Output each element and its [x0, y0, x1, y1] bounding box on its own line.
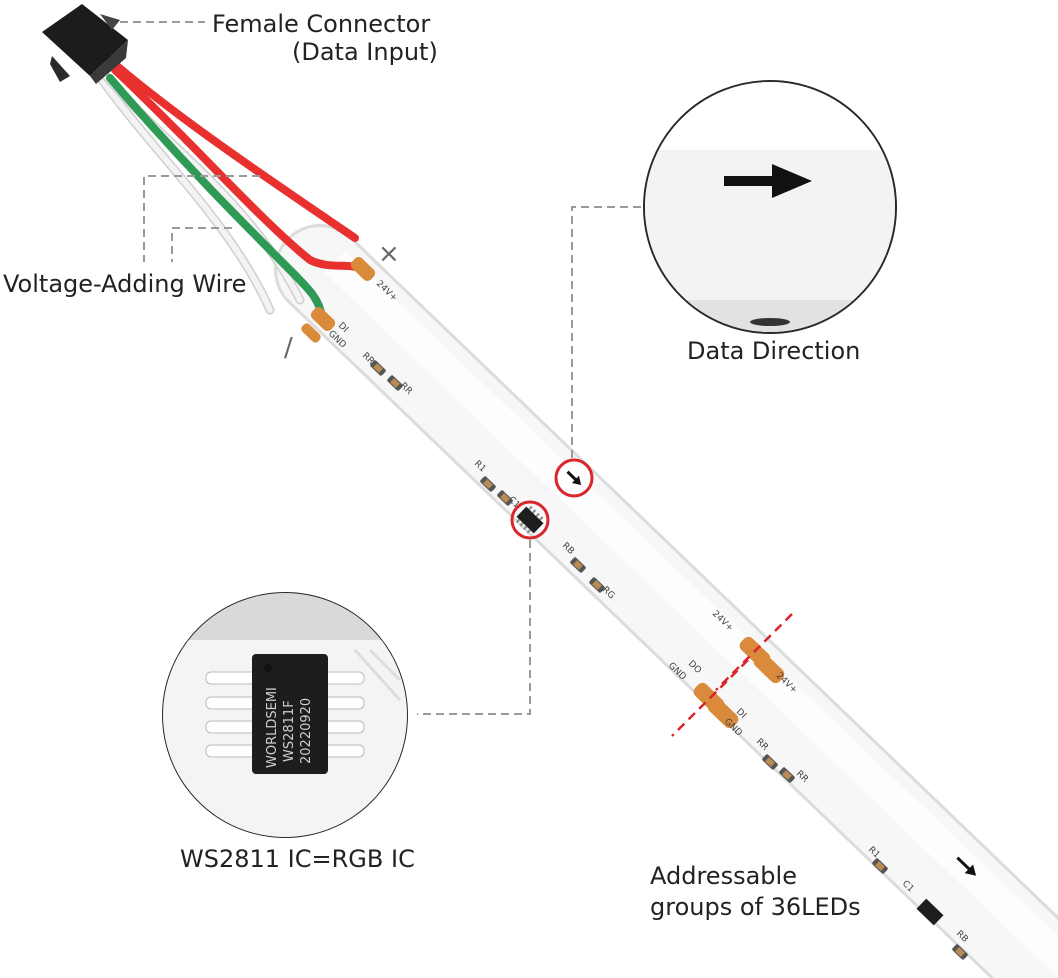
green-wire — [106, 74, 326, 322]
data-direction-label: Data Direction — [687, 337, 861, 365]
cut-lines — [671, 613, 793, 737]
led-strip — [274, 224, 1058, 978]
plus-mark: × — [378, 239, 400, 269]
female-connector-label: Female Connector — [212, 10, 431, 38]
strip-leds — [370, 360, 968, 960]
start-pads — [301, 257, 376, 343]
red-wire-free — [106, 56, 359, 242]
ic-magnifier: WORLDSEMI WS2811F 20220920 — [162, 592, 408, 838]
minus-mark: / — [284, 333, 293, 363]
addressable-label-line1: Addressable — [650, 862, 797, 890]
chip-text-2: WS2811F — [282, 700, 297, 762]
red-wire — [111, 66, 369, 274]
leader-lines — [120, 21, 645, 715]
ic-highlight — [510, 500, 550, 540]
voltage-adding-wire-label: Voltage-Adding Wire — [3, 270, 247, 298]
strip-ic — [515, 505, 544, 534]
cut-pads — [693, 636, 785, 729]
wires — [90, 56, 369, 322]
female-connector — [42, 4, 128, 84]
strip-ic-2 — [916, 898, 944, 926]
ws2811-ic-label: WS2811 IC=RGB IC — [180, 845, 415, 873]
direction-arrow-icon — [724, 164, 812, 198]
data-input-label: (Data Input) — [292, 38, 438, 66]
strip-arrow-icon — [956, 856, 977, 876]
data-direction-magnifier — [643, 80, 897, 334]
addressable-label-line2: groups of 36LEDs — [650, 893, 861, 921]
chip-text-3: 20220920 — [299, 698, 314, 764]
chip-text-1: WORLDSEMI — [265, 687, 280, 768]
highlight-circles — [510, 458, 594, 540]
ic-chip-body — [252, 654, 328, 774]
